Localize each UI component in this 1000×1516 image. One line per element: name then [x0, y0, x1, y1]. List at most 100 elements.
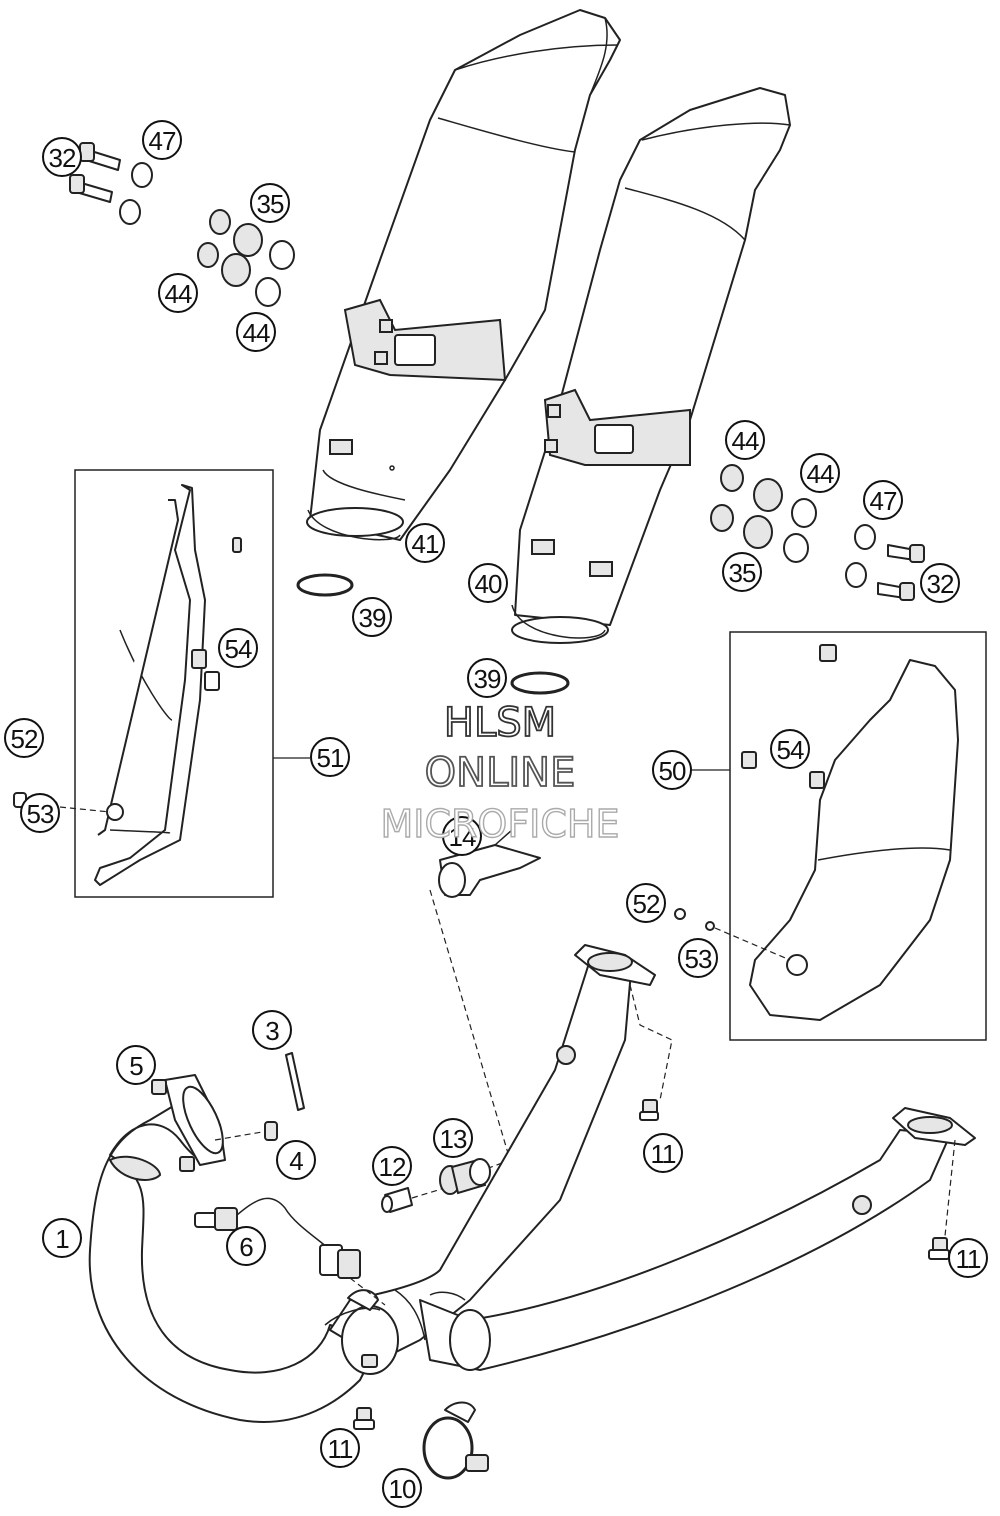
- callout-circle: [920, 563, 960, 603]
- callout-circle: [320, 1428, 360, 1468]
- callout-number: 5: [129, 1051, 143, 1081]
- callout-number: 52: [633, 889, 660, 919]
- callout-44[interactable]: 44: [725, 420, 765, 460]
- muffler-right[interactable]: [511, 87, 791, 644]
- callout-number: 51: [317, 743, 344, 773]
- screw-52-right: [674, 908, 791, 961]
- callout-number: 32: [927, 569, 954, 599]
- callout-44[interactable]: 44: [236, 312, 276, 352]
- callout-circle: [226, 1226, 266, 1266]
- heat-shield-left[interactable]: [94, 484, 242, 886]
- callout-number: 4: [289, 1146, 303, 1176]
- stud-3[interactable]: [285, 1052, 305, 1111]
- screw-11-right[interactable]: [928, 1237, 950, 1260]
- callout-44[interactable]: 44: [158, 273, 198, 313]
- callout-51[interactable]: 51: [310, 737, 350, 777]
- callout-circle: [467, 658, 507, 698]
- screw-11-bottom[interactable]: [353, 1407, 375, 1430]
- callout-circle: [626, 883, 666, 923]
- callout-circle: [218, 628, 258, 668]
- callout-circle: [382, 1468, 422, 1508]
- callout-circle: [250, 183, 290, 223]
- callout-number: 32: [49, 143, 76, 173]
- callout-number: 13: [440, 1124, 467, 1154]
- seal-ring-upper: [296, 573, 354, 597]
- callout-14[interactable]: 14: [442, 816, 482, 856]
- callout-number: 11: [651, 1139, 677, 1169]
- callout-circle: [310, 737, 350, 777]
- clamp-10[interactable]: [422, 1401, 489, 1480]
- callout-50[interactable]: 50: [652, 750, 692, 790]
- callout-12[interactable]: 12: [372, 1146, 412, 1186]
- callout-52[interactable]: 52: [626, 883, 666, 923]
- watermark-line-2: ONLINE: [424, 749, 576, 797]
- watermark-line-1: HLSM: [443, 699, 557, 747]
- leader-lambda: [349, 1277, 386, 1306]
- callout-32[interactable]: 32: [920, 563, 960, 603]
- leader-screw-right: [944, 1139, 956, 1237]
- rubber-bush-13[interactable]: [439, 1158, 491, 1195]
- callout-11[interactable]: 11: [643, 1133, 683, 1173]
- watermark-line-3: MICROFICHE: [380, 801, 620, 846]
- callout-11[interactable]: 11: [948, 1238, 988, 1278]
- callout-circle: [42, 1218, 82, 1258]
- callout-circle: [158, 273, 198, 313]
- callout-35[interactable]: 35: [250, 183, 290, 223]
- nut-4[interactable]: [264, 1121, 278, 1141]
- sleeve-12[interactable]: [381, 1187, 413, 1213]
- callout-53[interactable]: 53: [20, 793, 60, 833]
- callout-4[interactable]: 4: [276, 1140, 316, 1180]
- callout-47[interactable]: 47: [863, 480, 903, 520]
- callout-circle: [276, 1140, 316, 1180]
- callout-number: 44: [165, 279, 192, 309]
- callout-32[interactable]: 32: [42, 137, 82, 177]
- callout-circle: [352, 597, 392, 637]
- callout-number: 54: [225, 634, 252, 664]
- callout-13[interactable]: 13: [433, 1118, 473, 1158]
- callout-circle: [236, 312, 276, 352]
- heat-shield-right[interactable]: [741, 644, 959, 1021]
- callout-54[interactable]: 54: [770, 729, 810, 769]
- callout-circle: [252, 1010, 292, 1050]
- callout-35[interactable]: 35: [722, 552, 762, 592]
- callout-number: 39: [474, 664, 501, 694]
- bracket-14[interactable]: [438, 829, 541, 898]
- callout-44[interactable]: 44: [800, 453, 840, 493]
- callout-39[interactable]: 39: [467, 658, 507, 698]
- callout-number: 11: [956, 1244, 982, 1274]
- callout-39[interactable]: 39: [352, 597, 392, 637]
- header-flange-right: [892, 1107, 976, 1146]
- screw-11-center[interactable]: [639, 1099, 659, 1121]
- callout-circle: [770, 729, 810, 769]
- muffler-left[interactable]: [306, 9, 621, 541]
- callout-5[interactable]: 5: [116, 1045, 156, 1085]
- callout-number: 44: [243, 318, 270, 348]
- callout-circle: [863, 480, 903, 520]
- callout-1[interactable]: 1: [42, 1218, 82, 1258]
- callout-number: 52: [11, 724, 38, 754]
- lambda-sensor[interactable]: [194, 1197, 361, 1279]
- callout-47[interactable]: 47: [142, 120, 182, 160]
- callout-circle: [116, 1045, 156, 1085]
- callout-number: 3: [265, 1016, 279, 1046]
- callout-number: 6: [239, 1232, 253, 1262]
- callout-circle: [142, 120, 182, 160]
- seal-ring-lower: [510, 671, 570, 695]
- callout-number: 12: [379, 1152, 406, 1182]
- callout-40[interactable]: 40: [468, 563, 508, 603]
- callout-53[interactable]: 53: [678, 938, 718, 978]
- flange-5[interactable]: [151, 1074, 231, 1172]
- callout-3[interactable]: 3: [252, 1010, 292, 1050]
- callout-11[interactable]: 11: [320, 1428, 360, 1468]
- header-pipe[interactable]: [88, 959, 951, 1423]
- callout-6[interactable]: 6: [226, 1226, 266, 1266]
- callout-number: 53: [27, 799, 54, 829]
- callout-54[interactable]: 54: [218, 628, 258, 668]
- callout-52[interactable]: 52: [4, 718, 44, 758]
- callout-circle: [725, 420, 765, 460]
- callout-number: 35: [257, 189, 284, 219]
- callout-10[interactable]: 10: [382, 1468, 422, 1508]
- callout-circle: [405, 523, 445, 563]
- callout-number: 47: [149, 126, 176, 156]
- callout-41[interactable]: 41: [405, 523, 445, 563]
